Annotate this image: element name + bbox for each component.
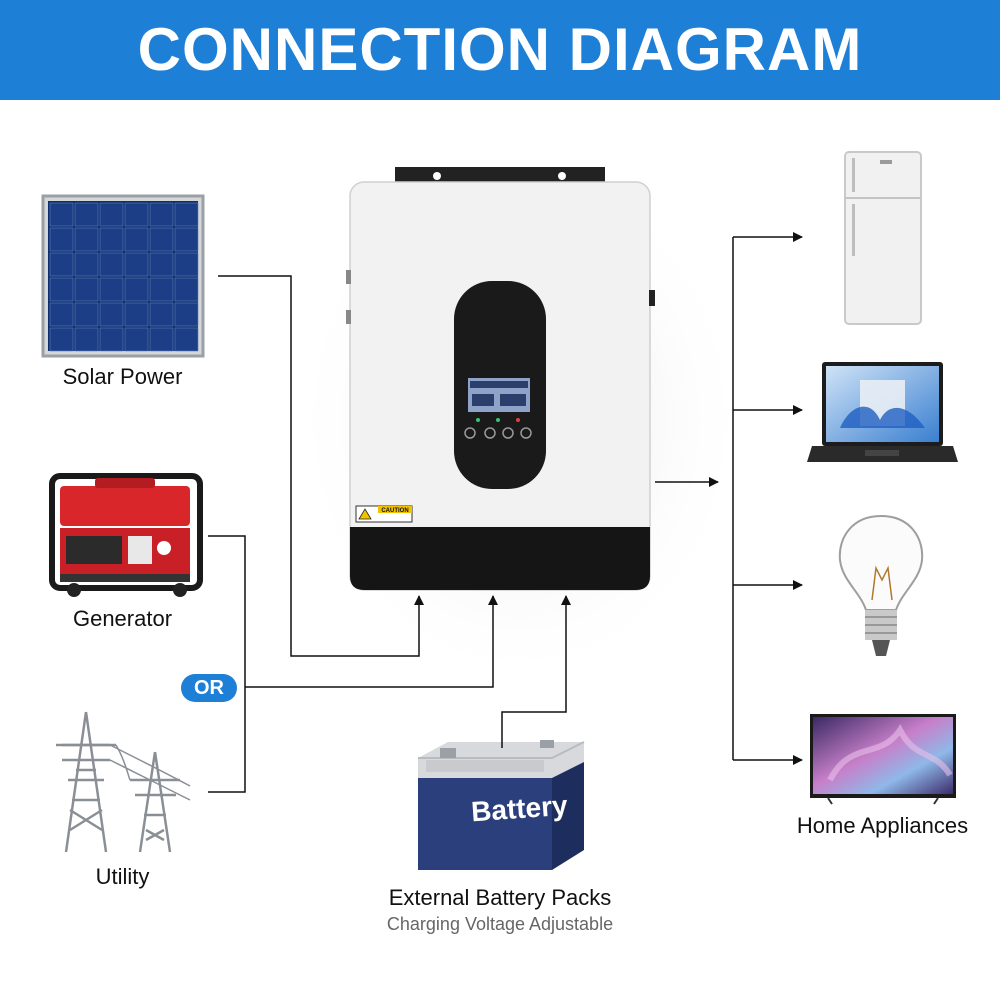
generator-utility-connection-line [208, 535, 498, 793]
solar-cell [149, 327, 174, 352]
utility-tower-icon [56, 711, 191, 853]
solar-cell [149, 302, 174, 327]
solar-cell [149, 277, 174, 302]
output-connection-lines [655, 232, 803, 765]
solar-cell [124, 227, 149, 252]
solar-cell [49, 202, 74, 227]
solar-cell [174, 302, 199, 327]
caution-text: CAUTION [381, 508, 408, 514]
caution-label [355, 505, 413, 523]
solar-cell [149, 252, 174, 277]
solar-cell [149, 227, 174, 252]
solar-cell [99, 227, 124, 252]
solar-cell [74, 202, 99, 227]
or-badge: OR [181, 674, 237, 702]
solar-cell [74, 277, 99, 302]
solar-connection-line [218, 275, 424, 657]
solar-cell [49, 302, 74, 327]
solar-cell [49, 227, 74, 252]
solar-cell [99, 302, 124, 327]
light-bulb-icon [838, 514, 924, 656]
battery-icon [418, 740, 585, 870]
header-banner [0, 0, 1000, 100]
solar-cell [124, 277, 149, 302]
solar-cell [124, 252, 149, 277]
home-appliances-label: Home Appliances [796, 813, 969, 838]
solar-cell [174, 277, 199, 302]
solar-cell [99, 252, 124, 277]
solar-cell [174, 252, 199, 277]
solar-cell [74, 302, 99, 327]
solar-cell [174, 202, 199, 227]
solar-panel-icon [41, 194, 205, 358]
television-icon [810, 714, 956, 805]
solar-cell [99, 277, 124, 302]
laptop-icon [807, 362, 958, 462]
solar-cell [49, 252, 74, 277]
solar-cell [49, 327, 74, 352]
battery-connection-line [501, 595, 571, 748]
solar-cell [74, 252, 99, 277]
inverter-unit [290, 150, 750, 690]
solar-cell [174, 227, 199, 252]
generator-icon [49, 473, 203, 597]
solar-cell [124, 202, 149, 227]
refrigerator-icon [844, 151, 922, 325]
solar-cell [124, 327, 149, 352]
utility-label: Utility [95, 864, 150, 889]
solar-cell [99, 327, 124, 352]
solar-cell [74, 327, 99, 352]
solar-cell [149, 202, 174, 227]
battery-label: Battery [470, 790, 569, 828]
battery-title: External Battery Packs [388, 885, 612, 910]
solar-cell [74, 227, 99, 252]
solar-cell [99, 202, 124, 227]
generator-label: Generator [72, 606, 173, 631]
battery-subtitle: Charging Voltage Adjustable [386, 914, 614, 934]
solar-cell [49, 277, 74, 302]
solar-power-label: Solar Power [62, 364, 183, 389]
solar-cell [124, 302, 149, 327]
solar-cell [174, 327, 199, 352]
page-title: CONNECTION DIAGRAM [137, 16, 863, 83]
